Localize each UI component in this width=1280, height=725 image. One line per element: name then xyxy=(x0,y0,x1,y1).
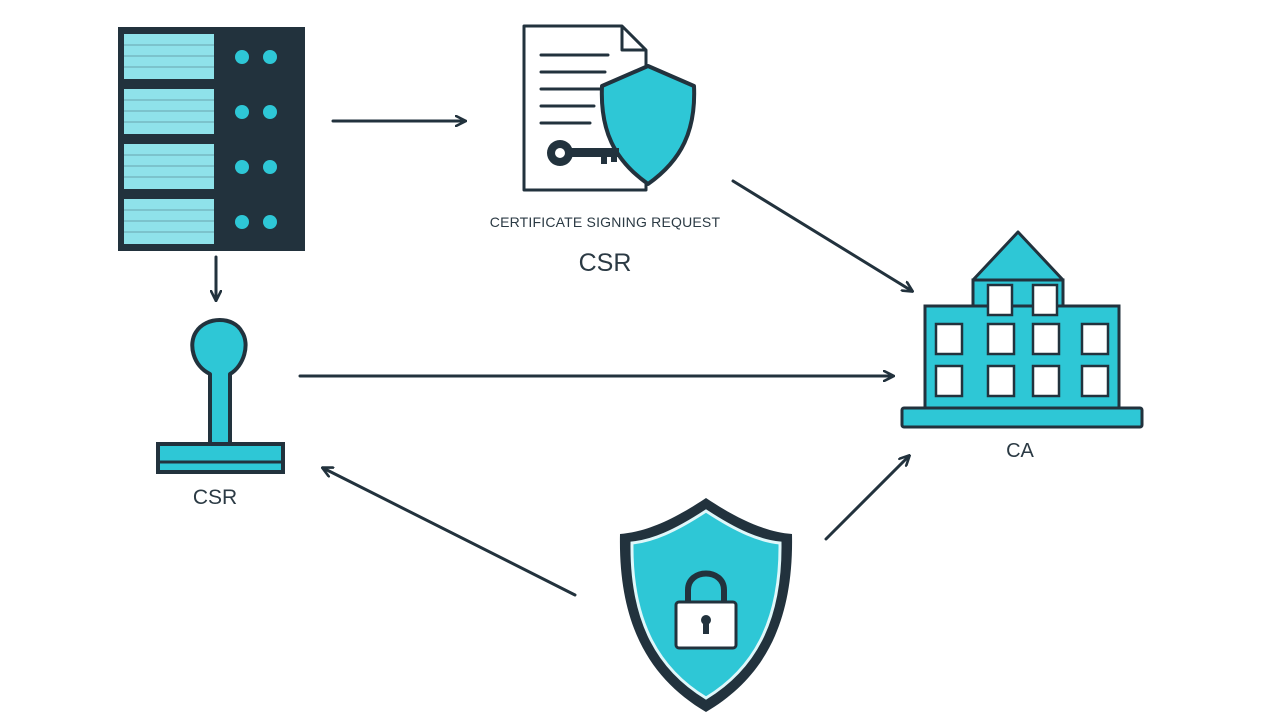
arrow-shield-to-ca xyxy=(824,456,909,541)
ca-label: CA xyxy=(1006,440,1034,462)
arrow-shield-to-stamp xyxy=(323,468,577,597)
document-caption: CERTIFICATE SIGNING REQUEST xyxy=(489,214,721,230)
csr-label-left: CSR xyxy=(192,486,238,509)
csr-label-top: CSR xyxy=(578,249,632,277)
shield-padlock-icon xyxy=(619,498,793,712)
server-rack-icon xyxy=(118,27,305,251)
certificate-document-icon xyxy=(522,24,697,192)
rubber-stamp-icon xyxy=(156,318,285,474)
ca-building-icon xyxy=(900,230,1144,429)
arrow-document-to-ca xyxy=(731,179,912,291)
